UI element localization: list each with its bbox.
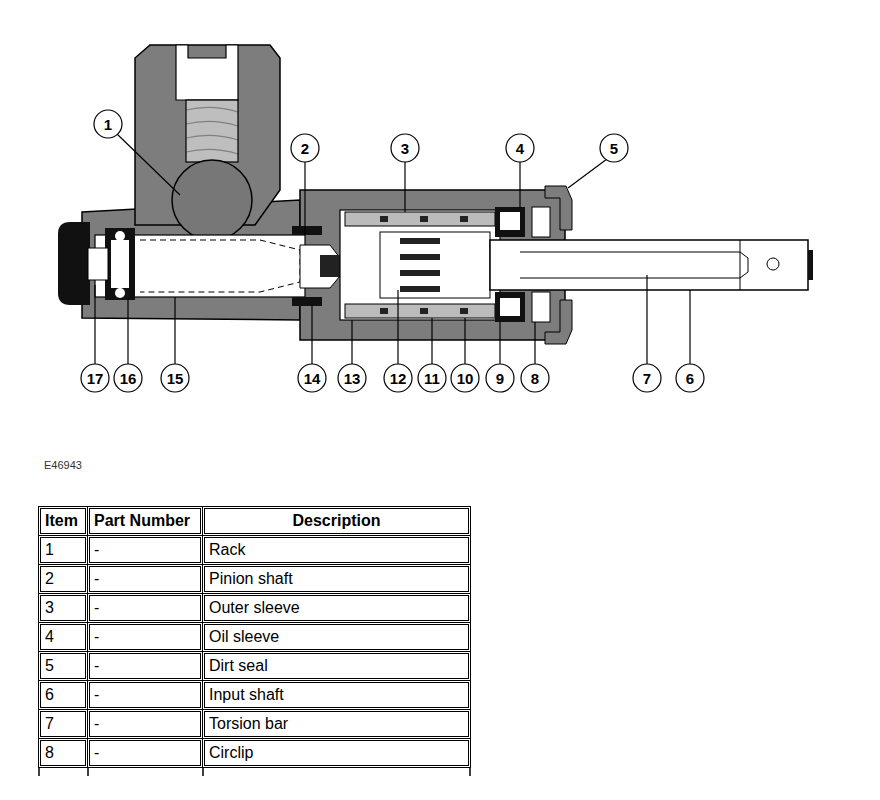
callout-circles [81,110,704,392]
callout-number: 3 [393,137,417,159]
outer-sleeve [345,212,495,226]
table-cell: Dirt seal [202,651,471,681]
callout-number: 4 [508,137,532,159]
ball [115,288,125,298]
adjuster-cap [176,45,238,100]
table-cell: Circlip [202,738,471,768]
table-cell: 5 [38,651,88,681]
table-cell: Oil sleeve [202,622,471,652]
shaft-line [740,240,741,290]
table-cell: - [87,651,203,681]
ball [115,231,125,241]
table-cell: - [87,709,203,739]
callout-number: 10 [453,367,477,389]
dirt-seal [545,186,572,230]
end-cap [58,222,90,305]
shaft-end [808,250,813,280]
table-cell: - [87,680,203,710]
callout-number: 8 [523,367,547,389]
table-cell: - [87,593,203,623]
callout-number: 11 [420,367,444,389]
callout-number: 13 [340,367,364,389]
callout-number: 12 [386,367,410,389]
table-cell: 2 [38,564,88,594]
callout-number: 14 [300,367,324,389]
callout-number: 16 [116,367,140,389]
pinion-shaft [140,240,300,292]
table-cell: Outer sleeve [202,593,471,623]
table-cell: 1 [38,535,88,565]
table-header: Item [38,506,88,536]
rack [172,160,252,240]
spool-slots [380,216,468,314]
table-cell: Torsion bar [202,709,471,739]
table-cell: Pinion shaft [202,564,471,594]
outer-sleeve [345,304,495,318]
table-cut-row [39,768,470,776]
table-cell: 8 [38,738,88,768]
table-cell: - [87,535,203,565]
callout-number: 5 [602,137,626,159]
callout-number: 17 [83,367,107,389]
valve-bore [340,210,500,320]
table-cell: - [87,738,203,768]
table-cell: 7 [38,709,88,739]
bearing-inner [111,240,129,288]
nut [88,248,108,280]
table-cell: Input shaft [202,680,471,710]
callout-number: 1 [96,113,120,135]
table-header: Description [202,506,471,536]
figure-code: E46943 [44,459,82,471]
callout-number: 2 [293,137,317,159]
callout-number: 15 [163,367,187,389]
table-header: Part Number [87,506,203,536]
dirt-seal [545,300,572,344]
callout-number: 9 [488,367,512,389]
table-cell: - [87,564,203,594]
callout-number: 6 [678,367,702,389]
bearing [105,228,135,300]
pin-hole [767,258,779,270]
table-cell: - [87,622,203,652]
callout-number: 7 [635,367,659,389]
torsion-bar [520,252,748,278]
table-cell: 4 [38,622,88,652]
table-cell: Rack [202,535,471,565]
input-shaft [490,240,808,290]
spring [186,100,238,162]
table-cell: 6 [38,680,88,710]
spool [380,232,490,298]
pinion-bore [95,235,305,297]
table-cell: 3 [38,593,88,623]
